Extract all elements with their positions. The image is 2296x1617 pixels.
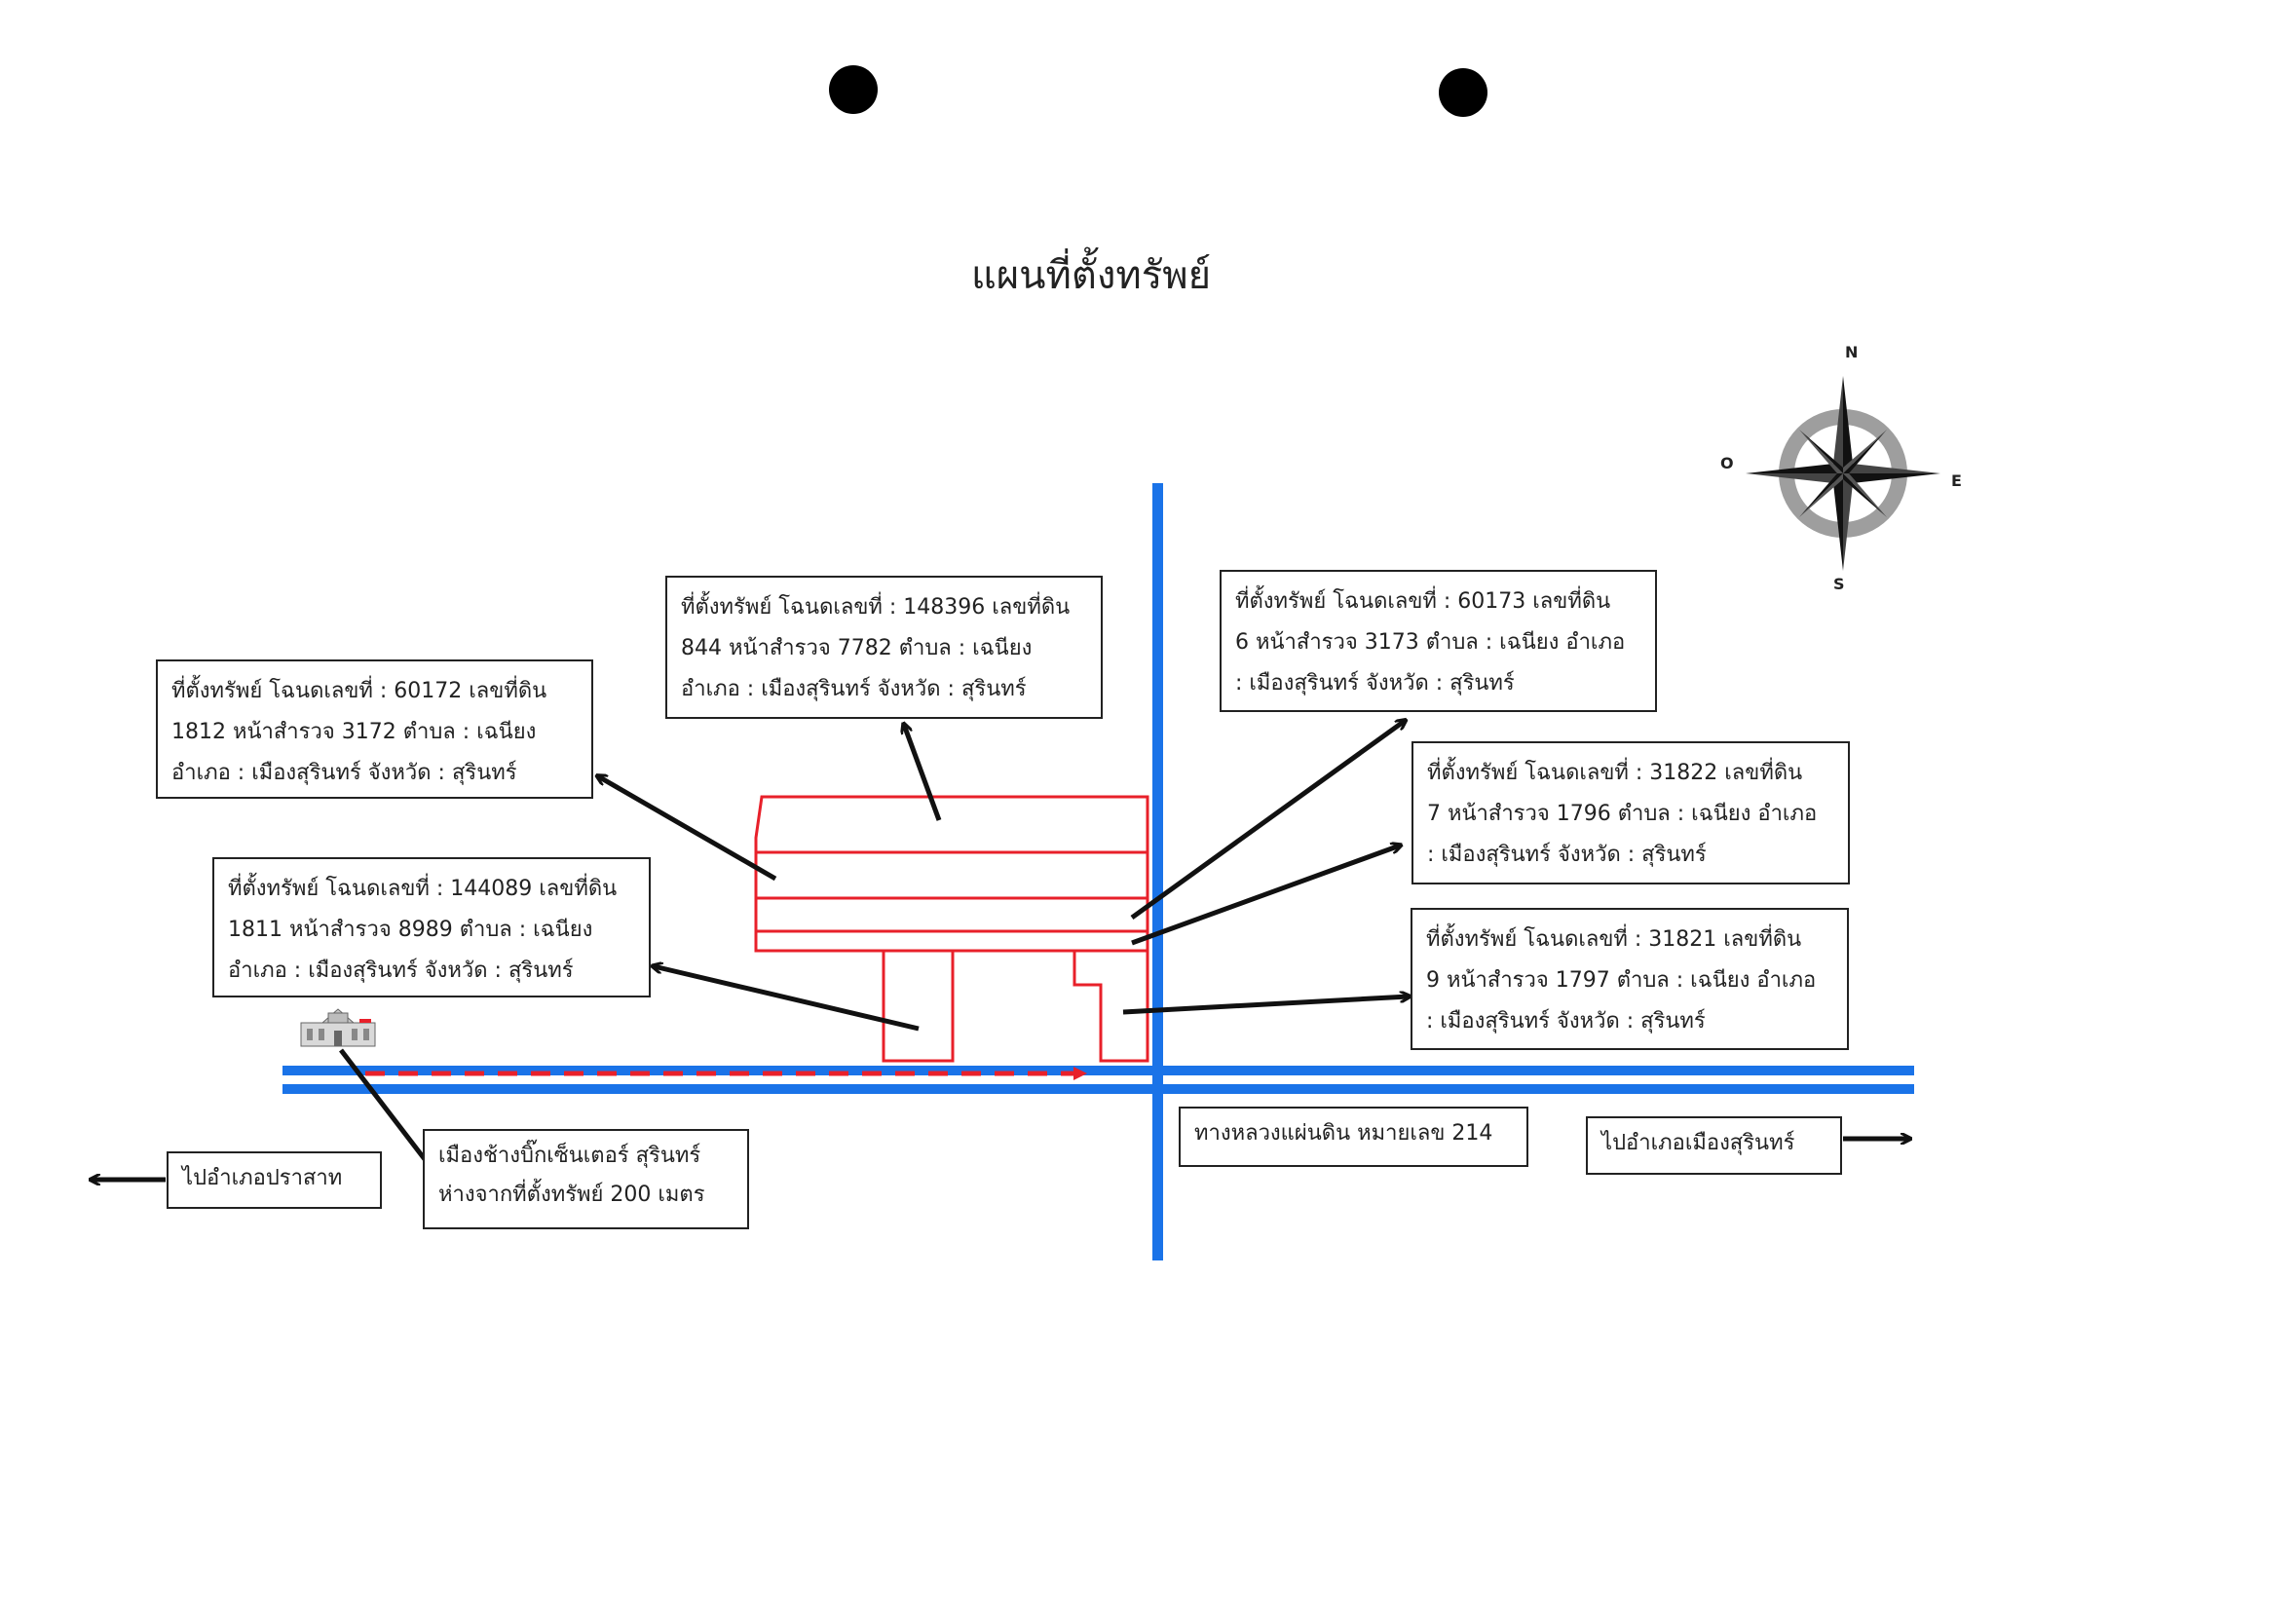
arrow-31822 <box>1131 846 1400 946</box>
parcel-line-2: 9 หน้าสำรวจ 1797 ตำบล : เฉนียง อำเภอ <box>1426 968 1817 993</box>
compass-w-label: O <box>1720 454 1734 472</box>
arrow-60173 <box>1130 721 1405 921</box>
parcel-line-1: ที่ตั้งทรัพย์ โฉนดเลขที่ : 31821 เลขที่ด… <box>1426 927 1802 952</box>
parcel-line-3: อำเภอ : เมืองสุรินทร์ จังหวัด : สุรินทร์ <box>228 959 574 983</box>
parcel-line-2: 844 หน้าสำรวจ 7782 ตำบล : เฉนียง <box>681 636 1033 660</box>
landmark-box: เมืองช้างบิ๊กเซ็นเตอร์ สุรินทร์ ห่างจากท… <box>423 1129 749 1229</box>
parcel-line-1: ที่ตั้งทรัพย์ โฉนดเลขที่ : 31822 เลขที่ด… <box>1427 761 1803 785</box>
vertical-road-line <box>1152 483 1163 1260</box>
parcel-line-1: ที่ตั้งทรัพย์ โฉนดเลขที่ : 144089 เลขที่… <box>228 877 618 901</box>
roads <box>282 483 1914 1260</box>
parcel-box-144089: ที่ตั้งทรัพย์ โฉนดเลขที่ : 144089 เลขที่… <box>212 857 651 997</box>
parcel-box-60172: ที่ตั้งทรัพย์ โฉนดเลขที่ : 60172 เลขที่ด… <box>156 659 593 799</box>
to-east-box: ไปอำเภอเมืองสุรินทร์ <box>1586 1116 1842 1175</box>
highway-line-top <box>282 1066 1914 1075</box>
arrow-60172 <box>598 776 777 882</box>
road-label-box: ทางหลวงแผ่นดิน หมายเลข 214 <box>1179 1107 1528 1167</box>
parcel-line-2: 1811 หน้าสำรวจ 8989 ตำบล : เฉนียง <box>228 918 593 942</box>
parcel-line-2: 6 หน้าสำรวจ 3173 ตำบล : เฉนียง อำเภอ <box>1235 630 1626 655</box>
parcel-box-148396: ที่ตั้งทรัพย์ โฉนดเลขที่ : 148396 เลขที่… <box>665 576 1103 719</box>
parcel-line-3: : เมืองสุรินทร์ จังหวัด : สุรินทร์ <box>1426 1009 1706 1034</box>
parcel-box-31822: ที่ตั้งทรัพย์ โฉนดเลขที่ : 31822 เลขที่ด… <box>1411 741 1850 884</box>
parcel-outline-top <box>754 795 1149 854</box>
callout-arrows <box>92 721 1909 1192</box>
parcel-line-1: ที่ตั้งทรัพย์ โฉนดเลขที่ : 148396 เลขที่… <box>681 595 1071 620</box>
road-label: ทางหลวงแผ่นดิน หมายเลข 214 <box>1194 1121 1493 1146</box>
parcel-line-1: ที่ตั้งทรัพย์ โฉนดเลขที่ : 60172 เลขที่ด… <box>171 679 547 703</box>
punch-hole-left <box>829 65 878 114</box>
parcel-outline-main <box>754 850 1149 953</box>
parcel-outline-left-lot <box>882 949 955 1063</box>
parcel-box-31821: ที่ตั้งทรัพย์ โฉนดเลขที่ : 31821 เลขที่ด… <box>1411 908 1849 1050</box>
parcel-outline-right-lot <box>1073 949 1149 1063</box>
parcel-line-3: : เมืองสุรินทร์ จังหวัด : สุรินทร์ <box>1427 843 1707 867</box>
to-east-label: ไปอำเภอเมืองสุรินทร์ <box>1601 1131 1795 1155</box>
landmark-line-1: เมืองช้างบิ๊กเซ็นเตอร์ สุรินทร์ <box>438 1144 701 1168</box>
parcel-line-3: อำเภอ : เมืองสุรินทร์ จังหวัด : สุรินทร์ <box>681 677 1027 701</box>
parcel-line-3: : เมืองสุรินทร์ จังหวัด : สุรินทร์ <box>1235 671 1515 696</box>
parcel-line-1: ที่ตั้งทรัพย์ โฉนดเลขที่ : 60173 เลขที่ด… <box>1235 589 1611 614</box>
shopping-mall-icon <box>300 1008 376 1047</box>
parcel-box-60173: ที่ตั้งทรัพย์ โฉนดเลขที่ : 60173 เลขที่ด… <box>1220 570 1657 712</box>
compass-s-label: S <box>1833 575 1845 593</box>
arrow-31821 <box>1122 997 1409 1015</box>
to-west-label: ไปอำเภอปราสาท <box>182 1166 343 1190</box>
page-title: แผนที่ตั้งทรัพย์ <box>970 253 1212 298</box>
compass-e-label: E <box>1951 471 1962 490</box>
parcel-line-2: 7 หน้าสำรวจ 1796 ตำบล : เฉนียง อำเภอ <box>1427 802 1818 826</box>
punch-hole-right <box>1439 68 1487 117</box>
parcel-line-2: 1812 หน้าสำรวจ 3172 ตำบล : เฉนียง <box>171 720 537 744</box>
arrow-148396 <box>904 725 942 821</box>
compass-rose-icon <box>1746 376 1940 571</box>
compass-n-label: N <box>1845 343 1859 361</box>
highway-line-bottom <box>282 1084 1914 1094</box>
arrow-144089 <box>654 966 920 1032</box>
parcel-line-3: อำเภอ : เมืองสุรินทร์ จังหวัด : สุรินทร์ <box>171 761 517 785</box>
parcel-outlines <box>754 795 1149 1063</box>
to-west-box: ไปอำเภอปราสาท <box>167 1151 382 1209</box>
landmark-line-2: ห่างจากที่ตั้งทรัพย์ 200 เมตร <box>438 1183 705 1207</box>
